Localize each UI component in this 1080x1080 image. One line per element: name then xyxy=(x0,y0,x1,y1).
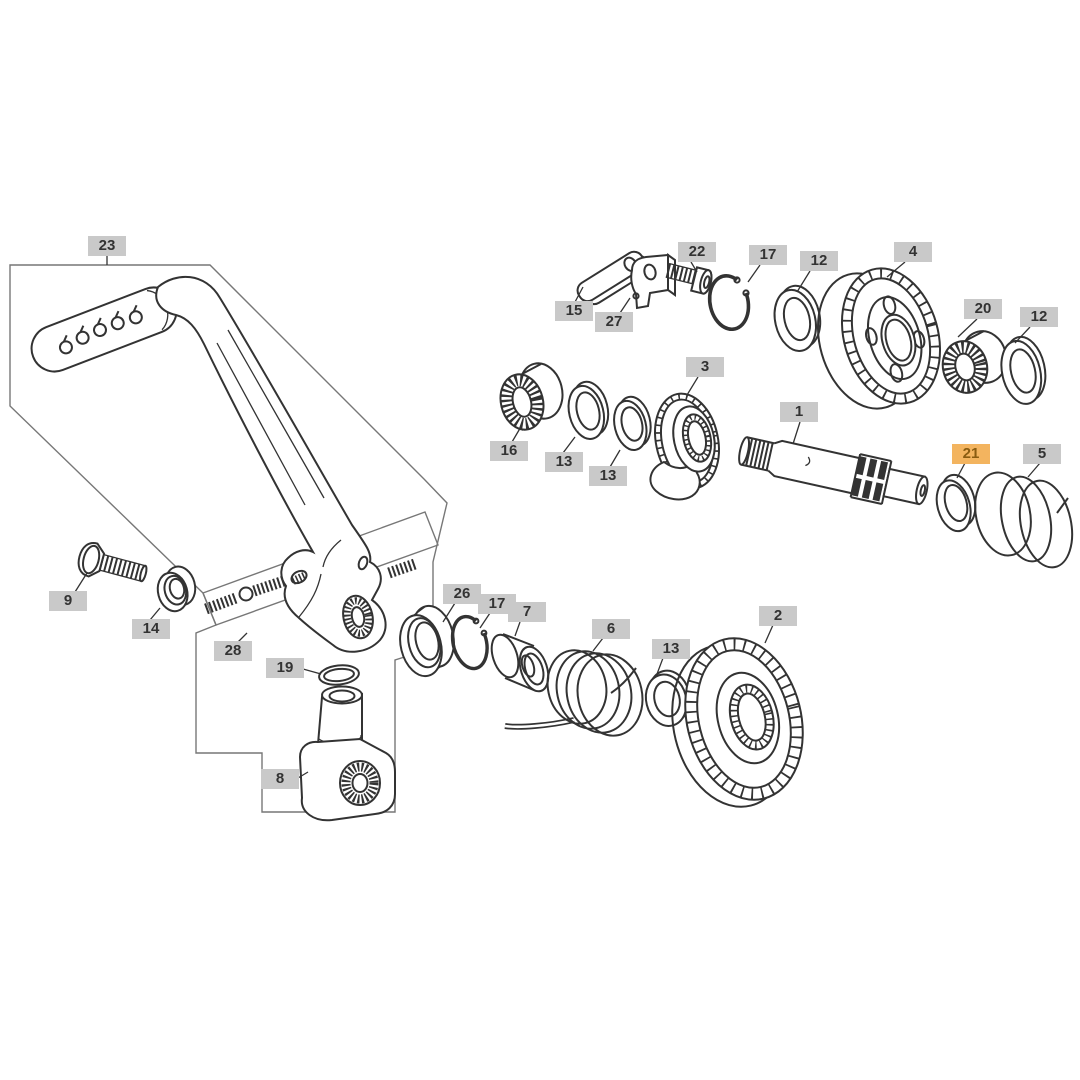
part-label-26[interactable]: 26 xyxy=(443,584,481,604)
part-label-7[interactable]: 7 xyxy=(508,602,546,622)
part-label-6[interactable]: 6 xyxy=(592,619,630,639)
part-label-22[interactable]: 22 xyxy=(678,242,716,262)
part-12-washer-b-drawing xyxy=(1000,335,1047,405)
part-label-13-b[interactable]: 13 xyxy=(589,466,627,486)
part-23-kick-lever-drawing xyxy=(30,275,387,653)
part-5-spring-drawing xyxy=(974,471,1074,569)
part-label-16[interactable]: 16 xyxy=(490,441,528,461)
part-label-23[interactable]: 23 xyxy=(88,236,126,256)
part-1-shaft-drawing xyxy=(738,436,929,506)
part-label-17-a[interactable]: 17 xyxy=(749,245,787,265)
part-27-bracket-drawing xyxy=(630,253,676,310)
part-label-13-a[interactable]: 13 xyxy=(545,452,583,472)
part-label-12-a[interactable]: 12 xyxy=(800,251,838,271)
leader-lines xyxy=(74,256,1041,779)
part-14-washer-drawing xyxy=(156,565,197,613)
part-label-14[interactable]: 14 xyxy=(132,619,170,639)
part-2-gear-drawing xyxy=(671,637,804,808)
part-label-3[interactable]: 3 xyxy=(686,357,724,377)
part-label-8[interactable]: 8 xyxy=(261,769,299,789)
part-label-15[interactable]: 15 xyxy=(555,301,593,321)
part-6-torsion-spring-drawing xyxy=(504,649,644,737)
part-16-needle-bearing-drawing xyxy=(499,362,564,431)
part-8-knuckle-drawing xyxy=(298,685,396,822)
part-22-bolt-drawing xyxy=(665,262,713,295)
part-12-washer-a-drawing xyxy=(773,284,822,352)
part-13-washer-c-drawing xyxy=(644,669,691,727)
part-19-oring-drawing xyxy=(318,664,360,686)
part-label-17-b[interactable]: 17 xyxy=(478,594,516,614)
part-17-circlip-top-drawing xyxy=(707,274,751,331)
part-label-4[interactable]: 4 xyxy=(894,242,932,262)
part-3-ratchet-gear-drawing xyxy=(649,392,720,501)
part-label-1[interactable]: 1 xyxy=(780,402,818,422)
part-label-27[interactable]: 27 xyxy=(595,312,633,332)
part-label-20[interactable]: 20 xyxy=(964,299,1002,319)
part-label-21-highlighted[interactable]: 21 xyxy=(952,444,990,464)
part-21-washer-drawing xyxy=(935,473,977,533)
part-label-28[interactable]: 28 xyxy=(214,641,252,661)
part-13-washer-b-drawing xyxy=(613,395,652,451)
part-label-13-c[interactable]: 13 xyxy=(652,639,690,659)
part-4-gear-drawing xyxy=(816,267,942,410)
part-28-detent-set-drawing xyxy=(204,558,417,615)
part-13-washer-a-drawing xyxy=(567,380,610,440)
part-label-12-b[interactable]: 12 xyxy=(1020,307,1058,327)
part-label-2[interactable]: 2 xyxy=(759,606,797,626)
part-9-screw-drawing xyxy=(77,542,148,583)
part-17-circlip-bottom-drawing xyxy=(450,614,489,671)
part-7-bushing-drawing xyxy=(490,633,550,693)
part-label-9[interactable]: 9 xyxy=(49,591,87,611)
part-label-5[interactable]: 5 xyxy=(1023,444,1061,464)
part-label-19[interactable]: 19 xyxy=(266,658,304,678)
part-20-needle-bearing-drawing xyxy=(941,330,1008,394)
